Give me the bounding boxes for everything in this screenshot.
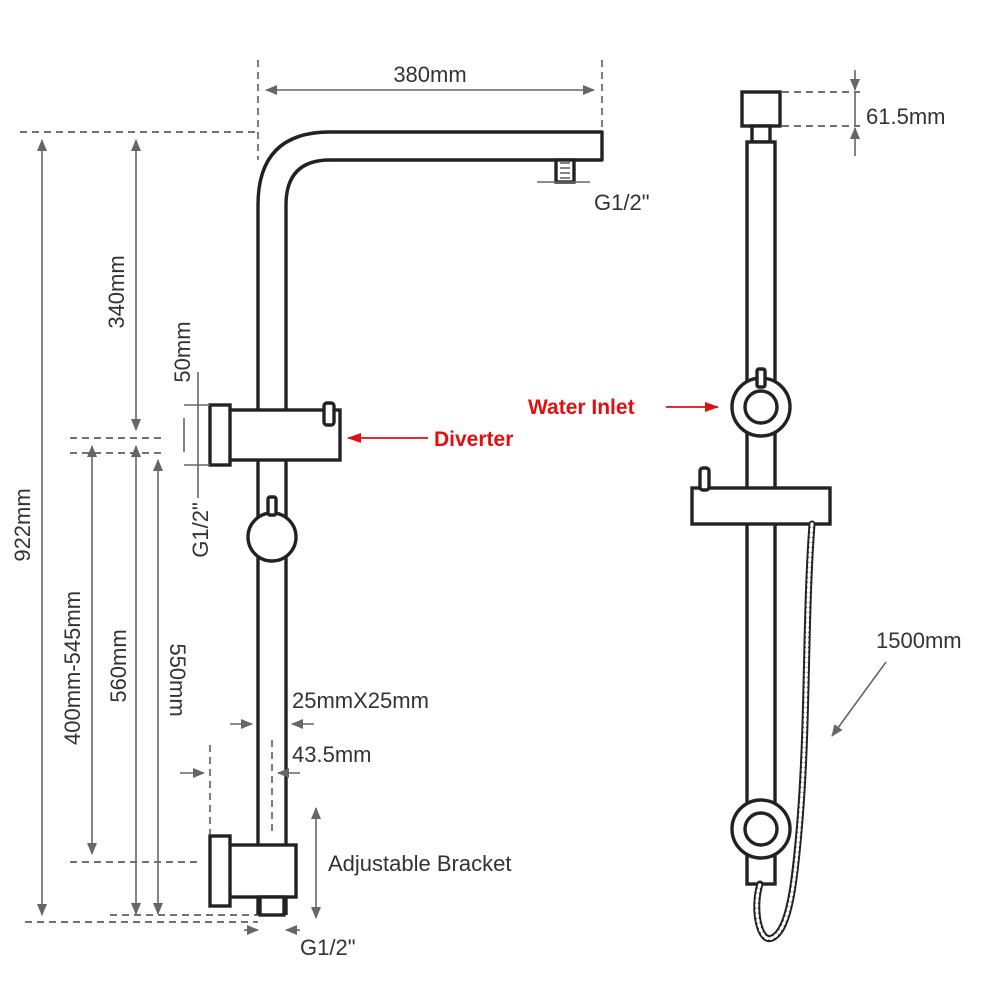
- wall-connector: [246, 511, 298, 563]
- hose-leader: [831, 661, 887, 737]
- label-400-545: 400mm-545mm: [60, 591, 85, 745]
- label-tube-section: 25mmX25mm: [292, 688, 429, 713]
- slider-knob: [698, 466, 711, 492]
- upper-bracket-pin: [755, 367, 767, 389]
- shower-column: [208, 130, 604, 917]
- labels-right: 61.5mm 1500mm: [866, 104, 962, 653]
- dimension-lines-right: [782, 70, 887, 737]
- label-50: 50mm: [170, 321, 195, 382]
- upper-wall-bracket-disc: [743, 389, 779, 425]
- diverter-callout: Diverter: [347, 428, 513, 451]
- reference-lines: [20, 60, 603, 923]
- labels-left: 380mm G1/2" 922mm 340mm 50mm G1/2" 400mm…: [10, 62, 650, 960]
- lower-wall-bracket-disc: [743, 811, 779, 847]
- label-adjustable-bracket: Adjustable Bracket: [328, 851, 511, 876]
- adjustable-bracket-flange: [208, 834, 232, 908]
- dimension-lines-left: [37, 85, 595, 935]
- riser-outline: [256, 130, 604, 915]
- label-550: 550mm: [165, 643, 190, 716]
- connector-pin: [266, 495, 278, 517]
- label-bracket-offset: 43.5mm: [292, 742, 371, 767]
- label-340: 340mm: [104, 255, 129, 328]
- label-380: 380mm: [393, 62, 466, 87]
- label-thread-top: G1/2": [594, 190, 650, 215]
- water-inlet-callout: Water Inlet: [528, 396, 719, 419]
- label-560: 560mm: [106, 629, 131, 702]
- adjustable-bracket-block: [226, 843, 298, 899]
- hand-shower-rail: [690, 90, 832, 943]
- diverter-knob: [322, 401, 336, 427]
- bottom-inlet-nipple: [258, 895, 286, 917]
- label-diverter: Diverter: [434, 428, 513, 451]
- label-922: 922mm: [10, 488, 35, 561]
- rail-top-socket: [750, 124, 772, 144]
- label-61-5: 61.5mm: [866, 104, 945, 129]
- label-hose-length: 1500mm: [876, 628, 962, 653]
- label-thread-bottom: G1/2": [300, 935, 356, 960]
- label-diverter-thread: G1/2": [188, 502, 213, 558]
- diverter-flange: [208, 403, 232, 467]
- rail-top-cap: [740, 90, 782, 128]
- handset-slider: [690, 486, 832, 526]
- label-water-inlet: Water Inlet: [528, 396, 635, 419]
